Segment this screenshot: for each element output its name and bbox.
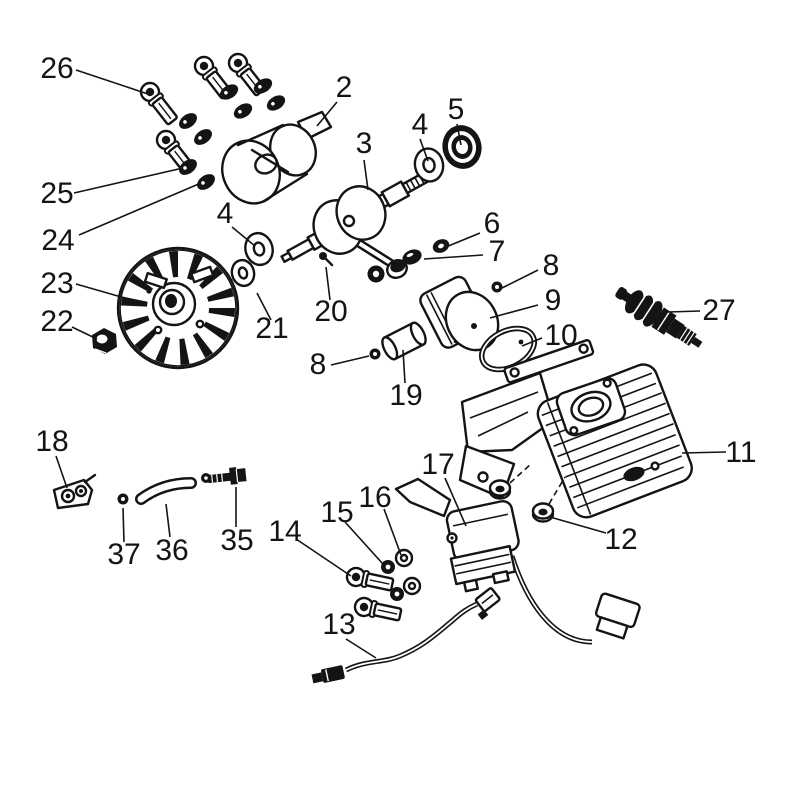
leader-line-16-flange-nut	[383, 508, 402, 556]
callout-label-2-clutch-assembly: 2	[336, 71, 353, 104]
grommet-illustration	[117, 493, 129, 505]
leader-line-2-clutch-assembly	[316, 101, 338, 127]
leader-line-24-spacer-bushing	[78, 182, 202, 236]
leader-line-8-circlip	[501, 269, 539, 289]
leader-line-22-hex-nut	[71, 326, 98, 340]
callout-label-37-grommet: 37	[107, 538, 140, 571]
callout-label-22-hex-nut: 22	[40, 305, 73, 338]
callout-label-8-circlip: 8	[543, 249, 560, 282]
leader-line-20-pin-screw	[325, 266, 331, 301]
callout-label-7-needle-bearing: 7	[489, 235, 506, 268]
leader-line-9-piston	[489, 304, 539, 319]
callout-label-18-clamp: 18	[35, 425, 68, 458]
circlip-illustration	[369, 281, 503, 360]
callout-label-24-spacer-bushing: 24	[41, 224, 74, 257]
leader-line-17-ignition-coil	[444, 477, 467, 527]
callout-label-8-circlip: 8	[310, 348, 327, 381]
callout-label-4-washer: 4	[412, 108, 429, 141]
leader-line-25-spacer-bushing	[73, 167, 184, 194]
collar-nut-illustration	[488, 462, 566, 523]
leader-line-19-piston-pin	[402, 349, 406, 384]
callout-label-36-fuel-line: 36	[155, 534, 188, 567]
fuel-line-illustration	[135, 477, 197, 505]
leader-line-13-stop-switch-wire	[345, 638, 377, 659]
callout-label-11-cylinder: 11	[725, 436, 756, 469]
cylinder-illustration	[458, 339, 693, 519]
leader-line-18-clamp	[55, 455, 68, 489]
leader-line-6-washer	[445, 232, 481, 248]
washer-6-illustration	[432, 239, 450, 253]
callout-label-9-piston: 9	[545, 284, 562, 317]
callout-label-17-ignition-coil: 17	[421, 448, 454, 481]
spark-plug-illustration	[615, 287, 703, 348]
leader-line-4-washer	[419, 138, 429, 162]
callout-label-14-screw: 14	[268, 515, 301, 548]
callout-label-15-washer: 15	[320, 496, 353, 529]
leader-line-23-flywheel	[75, 283, 143, 304]
piston-illustration	[419, 275, 500, 352]
leader-line-14-screw	[295, 538, 352, 577]
callout-label-4-ball-bearing: 4	[217, 197, 234, 230]
leader-line-15-washer	[344, 521, 384, 565]
leader-line-12-collar-nut	[549, 516, 607, 534]
plug-boot-illustration	[594, 592, 641, 640]
leader-line-27-spark-plug	[667, 310, 701, 313]
callout-label-25-spacer-bushing: 25	[40, 177, 73, 210]
leader-line-37-grommet	[122, 507, 125, 543]
pin-screw-illustration	[319, 252, 334, 267]
leader-line-8-circlip	[330, 355, 370, 366]
ignition-coil-illustration	[394, 477, 641, 645]
clamp-illustration	[52, 473, 97, 510]
needle-bearing-illustration	[367, 249, 422, 283]
callout-label-13-stop-switch-wire: 13	[322, 608, 355, 641]
callout-label-21-washer: 21	[255, 312, 288, 345]
clutch-illustration	[221, 110, 333, 205]
callout-label-16-flange-nut: 16	[358, 481, 391, 514]
callout-label-3-crankshaft: 3	[356, 127, 373, 160]
crankshaft-illustration	[280, 166, 440, 279]
leader-line-7-needle-bearing	[423, 254, 484, 260]
bearing-set-illustration	[230, 125, 482, 288]
piston-pin-illustration	[381, 321, 427, 361]
bolt-35-illustration	[201, 467, 247, 485]
leader-line-10-o-ring	[521, 337, 543, 347]
callout-label-26-socket-screw: 26	[40, 52, 73, 85]
callout-label-35-bolt: 35	[220, 524, 253, 557]
leader-line-4-ball-bearing	[231, 226, 256, 247]
callout-label-19-piston-pin: 19	[389, 379, 422, 412]
callout-label-6-washer: 6	[484, 207, 501, 240]
callout-label-5-ball-bearing: 5	[448, 93, 465, 126]
callout-label-10-o-ring: 10	[544, 319, 577, 352]
leader-line-21-washer	[256, 292, 272, 321]
coil-fastener-set-illustration	[344, 548, 422, 625]
callout-label-12-collar-nut: 12	[604, 523, 637, 556]
callout-label-20-pin-screw: 20	[314, 295, 347, 328]
leader-line-26-socket-screw	[75, 69, 149, 95]
callout-label-27-spark-plug: 27	[702, 294, 735, 327]
leader-line-11-cylinder	[681, 451, 727, 454]
leader-line-5-ball-bearing	[456, 123, 462, 146]
stop-wire-illustration	[311, 587, 501, 684]
flywheel-illustration	[116, 246, 240, 370]
leader-line-3-crankshaft	[363, 159, 369, 191]
callout-label-23-flywheel: 23	[40, 267, 73, 300]
leader-line-36-fuel-line	[165, 503, 171, 538]
hex-nut-illustration	[92, 328, 117, 354]
